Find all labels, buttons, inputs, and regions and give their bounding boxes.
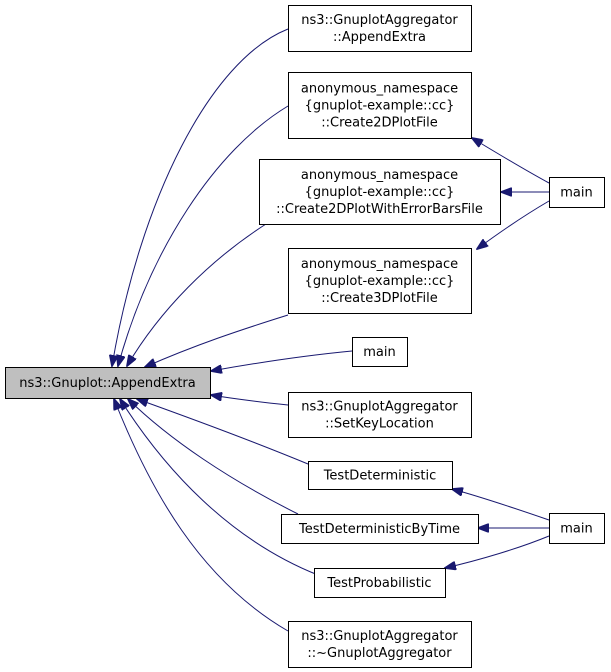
node-test-probabilistic[interactable]: TestProbabilistic xyxy=(314,568,446,598)
edge-create-2d-plot-errorbars-file-to-append-extra xyxy=(127,223,267,366)
edge-agg-destructor-to-append-extra xyxy=(114,399,289,632)
edge-arrow xyxy=(211,350,353,371)
node-label-line: ::Create2DPlotFile xyxy=(321,116,438,131)
node-label-line: ::Create3DPlotFile xyxy=(321,291,438,306)
node-label-line: ::AppendExtra xyxy=(333,30,426,45)
edge-arrow xyxy=(118,105,289,366)
node-label-line: {gnuplot-example::cc} xyxy=(305,99,455,114)
node-label-line: ::Create2DPlotWithErrorBarsFile xyxy=(276,202,483,217)
edge-arrow xyxy=(211,395,289,406)
edge-create-2d-plot-file-to-append-extra xyxy=(118,105,289,366)
node-test-deterministic[interactable]: TestDeterministic xyxy=(308,461,453,490)
node-agg-set-key-location[interactable]: ns3::GnuplotAggregator::SetKeyLocation xyxy=(288,392,472,438)
node-label-line: main xyxy=(363,345,395,360)
node-box xyxy=(288,248,472,314)
node-create-2d-plot-file[interactable]: anonymous_namespace{gnuplot-example::cc}… xyxy=(288,72,472,139)
node-box xyxy=(288,621,472,668)
nodes-layer: ns3::Gnuplot::AppendExtrans3::GnuplotAgg… xyxy=(5,5,605,668)
node-box xyxy=(549,513,605,544)
edge-arrow xyxy=(472,138,550,184)
node-main-bottom[interactable]: main xyxy=(549,513,605,544)
edge-test-deterministic-by-time-to-append-extra xyxy=(128,399,299,515)
node-label-line: main xyxy=(560,522,592,537)
node-box xyxy=(308,461,453,490)
node-label-line: TestProbabilistic xyxy=(326,576,431,591)
node-box xyxy=(259,159,501,225)
edge-arrow xyxy=(452,489,550,521)
edge-main-bottom-to-test-probabilistic xyxy=(445,535,550,568)
node-box xyxy=(288,72,472,139)
edge-test-deterministic-to-append-extra xyxy=(137,399,309,465)
node-agg-destructor[interactable]: ns3::GnuplotAggregator::~GnuplotAggregat… xyxy=(288,621,472,668)
node-main-middle[interactable]: main xyxy=(352,337,408,367)
edge-arrow xyxy=(114,399,289,632)
node-main-top[interactable]: main xyxy=(549,177,605,208)
node-label-line: {gnuplot-example::cc} xyxy=(305,185,455,200)
edge-arrow xyxy=(145,314,289,367)
edge-agg-set-key-location-to-append-extra xyxy=(211,395,289,406)
edge-arrow xyxy=(120,399,319,576)
edges-layer xyxy=(112,28,550,632)
node-create-3d-plot-file[interactable]: anonymous_namespace{gnuplot-example::cc}… xyxy=(288,248,472,314)
node-box xyxy=(352,337,408,367)
edge-test-probabilistic-to-append-extra xyxy=(120,399,319,576)
node-label-line: TestDeterministic xyxy=(323,469,437,484)
node-box xyxy=(288,392,472,438)
node-test-deterministic-by-time[interactable]: TestDeterministicByTime xyxy=(281,514,479,544)
node-box xyxy=(288,5,472,52)
node-box xyxy=(281,514,479,544)
edge-main-top-to-create-2d-plot-file xyxy=(472,138,550,184)
node-label-line: anonymous_namespace xyxy=(301,168,458,183)
edge-arrow xyxy=(445,535,550,568)
node-create-2d-plot-errorbars-file[interactable]: anonymous_namespace{gnuplot-example::cc}… xyxy=(259,159,501,225)
edge-main-bottom-to-test-deterministic xyxy=(452,489,550,521)
edge-create-3d-plot-file-to-append-extra xyxy=(145,314,289,367)
node-box xyxy=(549,177,605,208)
edge-arrow xyxy=(128,399,299,515)
node-label-line: ns3::GnuplotAggregator xyxy=(301,13,458,28)
node-label-line: {gnuplot-example::cc} xyxy=(305,274,455,289)
node-label-line: ns3::GnuplotAggregator xyxy=(301,400,458,415)
edge-main-top-to-create-3d-plot-file xyxy=(477,200,550,249)
node-box xyxy=(5,367,211,399)
node-append-extra[interactable]: ns3::Gnuplot::AppendExtra xyxy=(5,367,211,399)
node-agg-append-extra[interactable]: ns3::GnuplotAggregator::AppendExtra xyxy=(288,5,472,52)
node-label-line: TestDeterministicByTime xyxy=(298,522,460,537)
edge-arrow xyxy=(137,399,309,465)
node-label-line: ns3::GnuplotAggregator xyxy=(301,629,458,644)
edge-arrow xyxy=(127,223,267,366)
node-label-line: anonymous_namespace xyxy=(301,257,458,272)
node-box xyxy=(314,568,446,598)
node-label-line: ::~GnuplotAggregator xyxy=(307,646,452,661)
edge-arrow xyxy=(112,28,289,366)
node-label-line: main xyxy=(560,186,592,201)
edge-main-middle-to-append-extra xyxy=(211,350,353,371)
node-label-line: anonymous_namespace xyxy=(301,82,458,97)
edge-arrow xyxy=(477,200,550,249)
node-label-line: ns3::Gnuplot::AppendExtra xyxy=(19,376,195,391)
node-label-line: ::SetKeyLocation xyxy=(325,417,434,432)
edge-agg-append-extra-to-append-extra xyxy=(112,28,289,366)
